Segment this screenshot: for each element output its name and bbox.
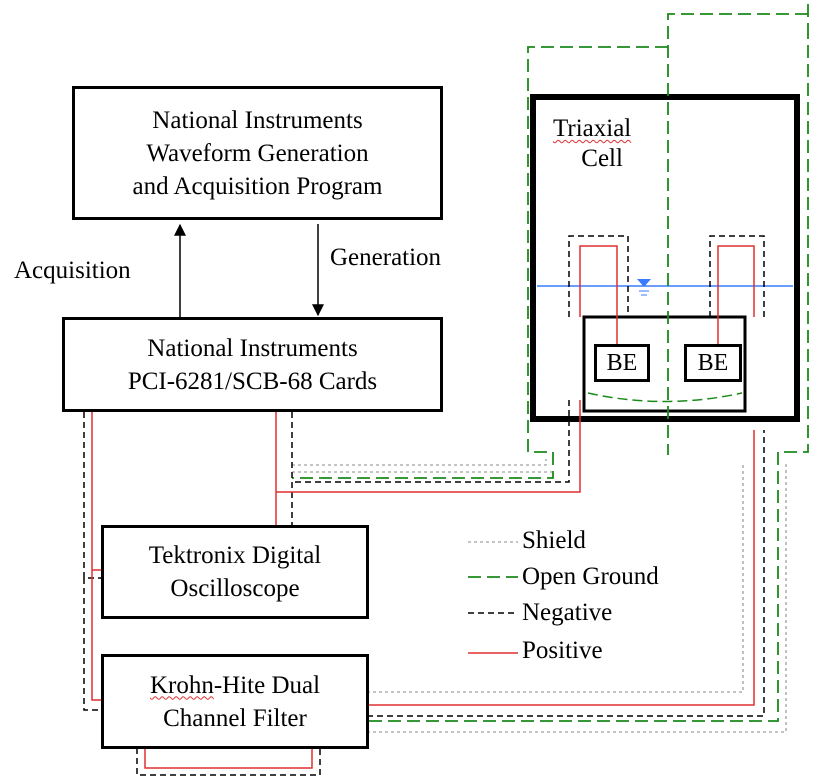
program-box-line: National Instruments (152, 106, 363, 134)
cards-box: National Instruments PCI-6281/SCB-68 Car… (62, 317, 443, 412)
legend-label-open-ground: Open Ground (522, 563, 659, 590)
generation-label: Generation (330, 244, 442, 271)
water-level-icon (637, 279, 651, 296)
legend-label-negative: Negative (522, 599, 613, 626)
shield-wires (292, 459, 787, 733)
triaxial-cell-frame (530, 94, 800, 422)
filter-box-line: Krohn-Hite Dual (150, 669, 320, 702)
legend-label-shield: Shield (522, 527, 586, 554)
specimen-box (582, 315, 747, 413)
triaxial-cell-label: Triaxial Cell (553, 114, 631, 174)
oscilloscope-box-line: Tektronix Digital (148, 542, 322, 569)
program-box-line: Waveform Generation (146, 139, 369, 167)
bender-element-left: BE (594, 344, 650, 382)
filter-box-line: Channel Filter (163, 704, 307, 732)
acquisition-label: Acquisition (14, 257, 131, 284)
oscilloscope-box-line: Oscilloscope (170, 575, 300, 602)
oscilloscope-box: Tektronix Digital Oscilloscope (101, 525, 369, 619)
triaxial-cell-line1: Triaxial (553, 115, 632, 142)
filter-brand-word: Krohn (149, 671, 214, 699)
bender-element-right: BE (684, 344, 742, 382)
filter-box: Krohn-Hite Dual Channel Filter (101, 654, 369, 749)
cards-box-line: PCI-6281/SCB-68 Cards (127, 367, 378, 395)
program-box: National Instruments Waveform Generation… (72, 86, 443, 220)
specimen-base-arc (587, 392, 743, 403)
legend-label-positive: Positive (522, 637, 603, 664)
filter-brand-rest: -Hite Dual (213, 671, 321, 699)
cards-box-line: National Instruments (147, 334, 358, 362)
negative-wires (83, 235, 765, 776)
triaxial-cell-line2: Cell (581, 145, 623, 172)
program-box-line: and Acquisition Program (132, 172, 383, 200)
open-ground-wires (292, 4, 809, 722)
positive-wires (91, 245, 755, 769)
